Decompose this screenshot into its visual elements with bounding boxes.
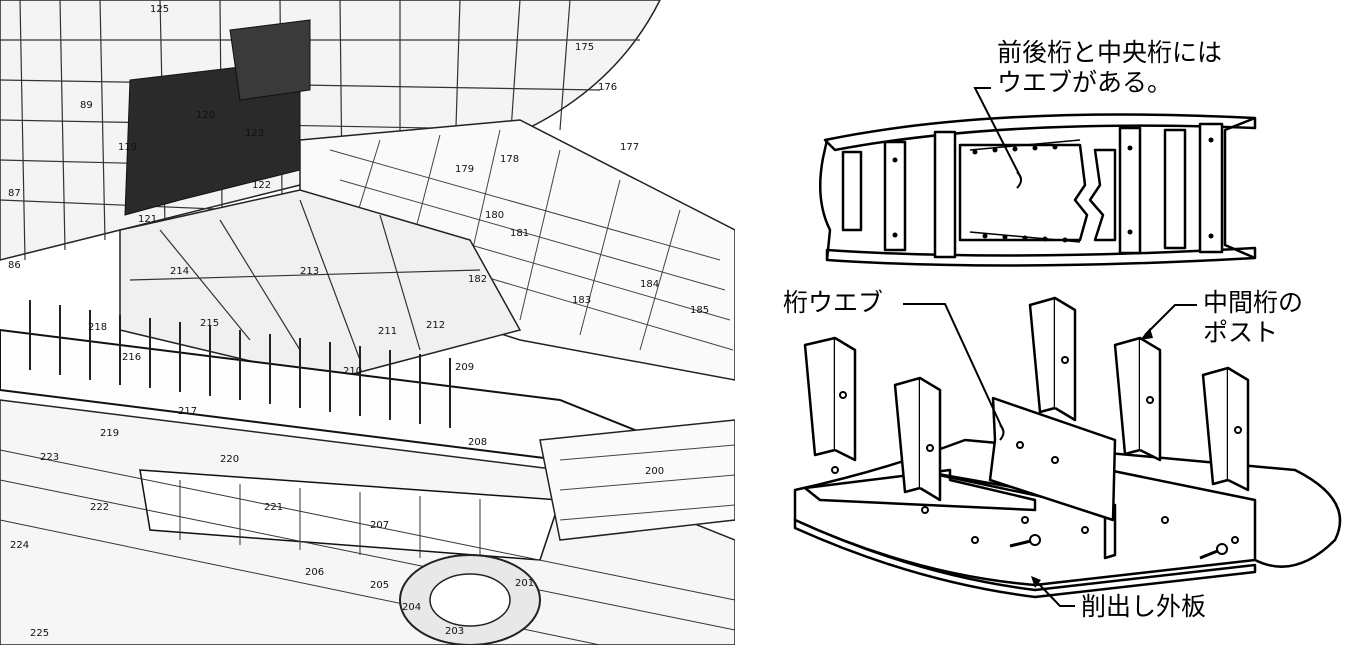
part-number-225: 225 xyxy=(30,628,49,639)
callout-spar-web-label: 桁ウエブ xyxy=(783,288,884,317)
part-number-119: 119 xyxy=(118,142,137,153)
callout-post-line1: 中間桁の xyxy=(1203,288,1304,317)
part-number-185: 185 xyxy=(690,305,709,316)
callout-post-line2: ポスト xyxy=(1203,318,1279,347)
part-number-184: 184 xyxy=(640,279,659,290)
part-number-177: 177 xyxy=(620,142,639,153)
part-number-205: 205 xyxy=(370,580,389,591)
callout-spar-web-line2: ウエブがある。 xyxy=(997,68,1173,97)
part-number-123: 123 xyxy=(245,128,264,139)
part-number-221: 221 xyxy=(264,502,283,513)
part-number-201: 201 xyxy=(515,578,534,589)
part-number-213: 213 xyxy=(300,266,319,277)
part-number-120: 120 xyxy=(196,110,215,121)
part-number-183: 183 xyxy=(572,295,591,306)
part-number-206: 206 xyxy=(305,567,324,578)
part-number-216: 216 xyxy=(122,352,141,363)
callout-machined-skin: 削出し外板 xyxy=(1081,592,1207,621)
part-number-208: 208 xyxy=(468,437,487,448)
part-number-219: 219 xyxy=(100,428,119,439)
part-number-215: 215 xyxy=(200,318,219,329)
part-number-220: 220 xyxy=(220,454,239,465)
part-number-200: 200 xyxy=(645,466,664,477)
part-number-125: 125 xyxy=(150,4,169,15)
cutaway-drawing: 125 175 176 177 178 179 180 181 182 183 184 185 89 87… xyxy=(0,0,735,645)
part-number-175: 175 xyxy=(575,42,594,53)
callout-spar-web-line1: 前後桁と中央桁には xyxy=(997,38,1223,67)
part-number-178: 178 xyxy=(500,154,519,165)
part-number-180: 180 xyxy=(485,210,504,221)
cutaway-wing-illustration: 125 175 176 177 178 179 180 181 182 183 184 185 89 87… xyxy=(0,0,735,645)
part-number-182: 182 xyxy=(468,274,487,285)
part-number-121: 121 xyxy=(138,214,157,225)
spar-structure-diagram: 前後桁と中央桁には ウエブがある。 桁ウエブ 中間桁の ポスト 削出し外板 xyxy=(735,0,1358,645)
part-number-203: 203 xyxy=(445,626,464,637)
part-number-211: 211 xyxy=(378,326,397,337)
part-number-218: 218 xyxy=(88,322,107,333)
callout-spar-web-note: 前後桁と中央桁には ウエブがある。 xyxy=(997,38,1222,98)
part-number-179: 179 xyxy=(455,164,474,175)
part-number-204: 204 xyxy=(402,602,421,613)
part-number-86: 86 xyxy=(8,260,21,271)
part-number-217: 217 xyxy=(178,406,197,417)
part-number-207: 207 xyxy=(370,520,389,531)
part-number-209: 209 xyxy=(455,362,474,373)
spar-drawing xyxy=(793,87,1342,607)
part-number-222: 222 xyxy=(90,502,109,513)
part-number-89: 89 xyxy=(80,100,93,111)
callout-intermediate-spar-post: 中間桁の ポスト xyxy=(1203,288,1303,348)
part-number-212: 212 xyxy=(426,320,445,331)
part-number-224: 224 xyxy=(10,540,29,551)
part-number-214: 214 xyxy=(170,266,189,277)
part-number-181: 181 xyxy=(510,228,529,239)
part-number-87: 87 xyxy=(8,188,21,199)
part-number-labels: 125 175 176 177 178 179 180 181 182 183 184 185 89 87… xyxy=(8,4,709,639)
part-number-122: 122 xyxy=(252,180,271,191)
part-number-210: 210 xyxy=(343,366,362,377)
part-number-223: 223 xyxy=(40,452,59,463)
part-number-176: 176 xyxy=(598,82,617,93)
